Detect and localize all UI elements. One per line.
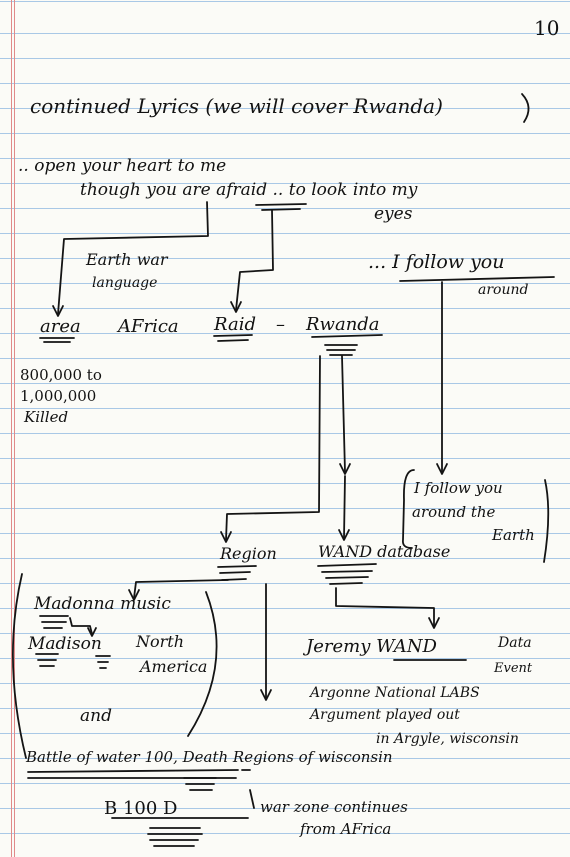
death-toll-line-1: 800,000 to (20, 366, 102, 384)
argonne-line-1: Argonne National LABS (310, 685, 480, 701)
lyric-line-1: .. open your heart to me (18, 156, 227, 176)
arrow-region-to-madonna (133, 579, 229, 599)
madison-label: Madison (28, 634, 102, 654)
america-label: America (140, 657, 208, 676)
wand-database-label: WAND database (318, 542, 451, 561)
b100d-label: B 100 D (104, 798, 178, 819)
topic-africa: AFrica (118, 316, 179, 337)
earth-war-label: Earth war (86, 250, 168, 269)
north-label: North (136, 632, 185, 651)
argonne-line-3: in Argyle, wisconsin (376, 731, 519, 747)
lyric-line-3: eyes (374, 204, 413, 224)
heading-close-paren (521, 93, 530, 123)
arrow-rwanda-down (341, 355, 346, 473)
topic-rwanda: Rwanda (306, 314, 380, 335)
event-label: Event (494, 661, 533, 676)
war-zone-line-2: from AFrica (300, 820, 392, 838)
page-number: 10 (534, 16, 560, 40)
and-label: and (80, 706, 112, 726)
left-big-paren (12, 573, 27, 759)
follow-earth-line-3: Earth (492, 526, 535, 544)
arrow-are-to-area (57, 201, 209, 315)
arrow-rwanda-to-region (225, 355, 321, 541)
arrow-wand-to-jeremy (335, 587, 435, 627)
follow-earth-line-1: I follow you (414, 479, 503, 497)
madonna-music-label: Madonna music (34, 594, 171, 614)
data-label: Data (498, 635, 532, 651)
lyric-line-2: though you are afraid .. to look into my (80, 180, 418, 200)
page-heading: continued Lyrics (we will cover Rwanda) (30, 94, 443, 118)
topic-area: area (40, 316, 81, 337)
around-label: around (478, 282, 529, 298)
region-label: Region (220, 544, 277, 563)
right-big-paren (187, 591, 218, 737)
war-zone-line-1: war zone continues (260, 798, 408, 816)
i-follow-you-label: ... I follow you (368, 251, 505, 273)
jeremy-wand-label: Jeremy WAND (306, 636, 437, 657)
follow-earth-line-2: around the (412, 503, 496, 521)
death-toll-line-3: Killed (24, 408, 69, 426)
language-label: language (92, 275, 158, 291)
death-toll-line-2: 1,000,000 (20, 387, 97, 405)
argonne-line-2: Argument played out (310, 707, 460, 723)
arrow-to-wand (343, 475, 346, 539)
battle-line: Battle of water 100, Death Regions of wi… (26, 748, 393, 766)
arrow-afraid-to-raid (235, 209, 274, 311)
topic-dash: – (276, 314, 285, 335)
topic-raid: Raid (214, 314, 256, 335)
